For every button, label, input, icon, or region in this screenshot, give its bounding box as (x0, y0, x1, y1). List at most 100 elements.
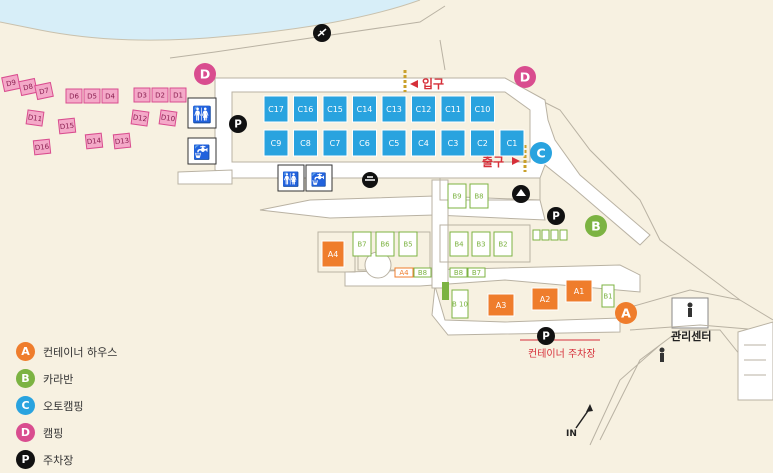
container-house-a3[interactable]: A3 (487, 293, 515, 317)
parking-marker-north-letter: P (234, 119, 242, 131)
caravan-site-b5[interactable]: B5 (398, 231, 418, 257)
camping-zone-marker-west-letter: D (200, 66, 211, 81)
caravan-site-b7[interactable]: B7 (352, 231, 372, 257)
caravan-site-b7-label: B7 (357, 240, 366, 248)
auto-camping-site-c3[interactable]: C3 (440, 129, 466, 157)
caravan-site-b4[interactable]: B4 (449, 231, 469, 257)
auto-camping-site-c15[interactable]: C15 (322, 95, 348, 123)
auto-camping-site-c13[interactable]: C13 (381, 95, 407, 123)
auto-camping-site-c12[interactable]: C12 (411, 95, 436, 123)
camping-site-d3[interactable]: D3 (133, 87, 151, 103)
parking-marker-caravan[interactable]: P (547, 207, 565, 225)
auto-camping-site-c1[interactable]: C1 (499, 129, 525, 157)
auto-camping-site-c16-label: C16 (298, 105, 314, 114)
caravan-site-b8-upper[interactable]: B8 (469, 183, 489, 209)
svg-text:🚰: 🚰 (311, 172, 327, 188)
auto-camping-site-c6[interactable]: C6 (352, 129, 377, 157)
caravan-strip-b8-0-label: B8 (418, 269, 427, 277)
auto-camping-site-c12-label: C12 (416, 105, 432, 114)
east-parking-lot (737, 321, 773, 401)
auto-camping-site-c10[interactable]: C10 (470, 95, 495, 123)
camping-site-d2[interactable]: D2 (151, 87, 169, 103)
auto-camping-site-c13-label: C13 (386, 105, 402, 114)
auto-camping-site-c9[interactable]: C9 (263, 129, 289, 157)
auto-camping-site-c15-label: C15 (327, 105, 343, 114)
container-strip-a4[interactable]: A4 (394, 267, 414, 278)
caravan-strip-b8-0[interactable]: B8 (413, 267, 432, 278)
legend-marker-icon: P (16, 450, 35, 469)
caravan-site-b9-upper-label: B9 (452, 192, 461, 200)
caravan-site-b6[interactable]: B6 (375, 231, 395, 257)
caravan-site-b2-label: B2 (498, 240, 507, 248)
legend-marker-icon: B (16, 369, 35, 388)
camping-site-d9[interactable]: D9 (1, 73, 21, 93)
caravan-zone-marker[interactable]: B (585, 215, 607, 237)
camping-site-d14[interactable]: D14 (84, 132, 104, 150)
camping-site-d16[interactable]: D16 (32, 138, 52, 156)
container-house-a4[interactable]: A4 (321, 240, 345, 268)
svg-text:🚰: 🚰 (193, 144, 210, 161)
camping-site-d8-label: D8 (22, 83, 33, 93)
auto-camping-site-c7[interactable]: C7 (322, 129, 348, 157)
camping-site-d16-label: D16 (35, 143, 51, 153)
camping-site-d13[interactable]: D13 (112, 132, 132, 150)
camping-site-d6[interactable]: D6 (65, 88, 83, 104)
caravan-site-b6-label: B6 (380, 240, 390, 248)
auto-camping-zone-marker[interactable]: C (530, 142, 552, 164)
caravan-strip-b7-2-label: B7 (472, 269, 481, 277)
parking-marker-north[interactable]: P (229, 115, 247, 133)
camping-site-d15-label: D15 (60, 122, 75, 131)
camping-zone-marker-west[interactable]: D (194, 63, 216, 85)
caravan-site-b3[interactable]: B3 (471, 231, 491, 257)
auto-camping-site-c7-label: C7 (330, 139, 341, 148)
camping-site-d5[interactable]: D5 (83, 88, 101, 104)
auto-camping-site-c10-label: C10 (475, 105, 491, 114)
auto-camping-site-c5[interactable]: C5 (381, 129, 407, 157)
caravan-mini-slot (532, 229, 541, 241)
container-zone-marker-letter: A (621, 305, 631, 320)
sink-icon: 🚰 (187, 137, 217, 165)
container-zone-marker[interactable]: A (615, 302, 637, 324)
legend-label: 캠핑 (43, 426, 64, 440)
camping-site-d10[interactable]: D10 (158, 109, 178, 127)
container-parking-label: 컨테이너 주차장 (528, 348, 596, 360)
legend-label: 컨테이너 하우스 (43, 345, 118, 359)
auto-camping-site-c14[interactable]: C14 (352, 95, 377, 123)
auto-camping-site-c4-label: C4 (418, 139, 429, 148)
management-center-label: 관리센터 (671, 329, 711, 343)
camping-zone-marker-east[interactable]: D (514, 66, 536, 88)
caravan-strip-b8-1[interactable]: B8 (449, 267, 468, 278)
camping-site-d12[interactable]: D12 (130, 109, 150, 127)
camping-site-d1[interactable]: D1 (169, 87, 187, 103)
container-house-a2[interactable]: A2 (531, 287, 559, 311)
camping-site-d7[interactable]: D7 (34, 81, 54, 101)
camping-site-d9-label: D9 (5, 79, 16, 89)
caravan-site-b2[interactable]: B2 (493, 231, 513, 257)
camping-site-d11[interactable]: D11 (25, 109, 45, 127)
auto-camping-site-c17[interactable]: C17 (263, 95, 289, 123)
auto-camping-site-c8[interactable]: C8 (293, 129, 318, 157)
legend-marker-icon: C (16, 396, 35, 415)
camping-site-d4[interactable]: D4 (101, 88, 119, 104)
camping-site-d11-label: D11 (27, 113, 42, 123)
caravan-site-b10[interactable]: B 10 (451, 289, 469, 319)
auto-camping-site-c11[interactable]: C11 (440, 95, 466, 123)
container-house-a1[interactable]: A1 (565, 279, 593, 303)
auto-camping-site-c16[interactable]: C16 (293, 95, 318, 123)
caravan-strip-b7-2[interactable]: B7 (467, 267, 486, 278)
parking-marker-container[interactable]: P (537, 327, 555, 345)
svg-text:🚻: 🚻 (192, 105, 212, 124)
caravan-site-b4-label: B4 (454, 240, 464, 248)
auto-camping-site-c4[interactable]: C4 (411, 129, 436, 157)
camping-site-d8[interactable]: D8 (18, 77, 38, 97)
caravan-site-b1[interactable]: B1 (601, 284, 615, 308)
camping-site-d7-label: D7 (38, 87, 49, 97)
camping-site-d15[interactable]: D15 (57, 117, 77, 135)
auto-camping-site-c2[interactable]: C2 (470, 129, 495, 157)
auto-camping-site-c6-label: C6 (359, 139, 370, 148)
caravan-site-b5-label: B5 (403, 240, 412, 248)
caravan-site-b9-upper[interactable]: B9 (447, 183, 467, 209)
caravan-strip-b8-1-label: B8 (454, 269, 463, 277)
